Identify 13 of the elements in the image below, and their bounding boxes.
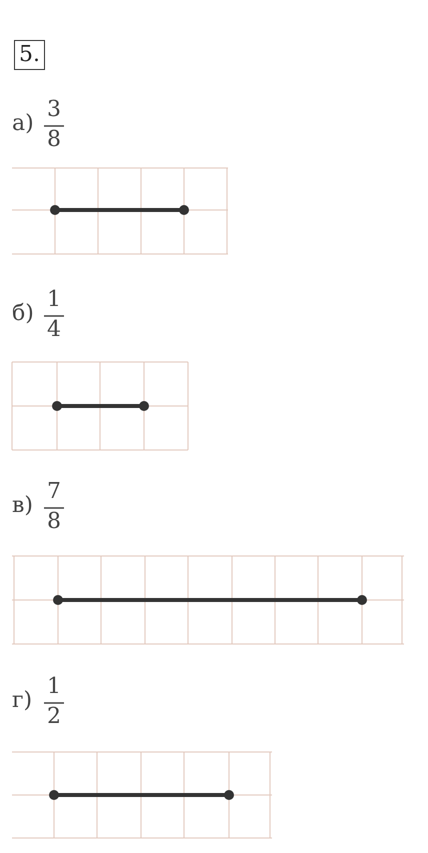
item-letter: г) — [12, 689, 32, 713]
task-number: 5. — [14, 40, 45, 70]
fraction-numerator: 7 — [46, 480, 62, 504]
fraction-denominator: 8 — [46, 128, 62, 152]
fraction-denominator: 2 — [46, 705, 62, 729]
item-letter: б) — [12, 302, 34, 326]
fraction-denominator: 4 — [46, 318, 62, 342]
fraction-denominator: 8 — [46, 510, 62, 534]
fraction-numerator: 3 — [46, 98, 62, 122]
item-letter: а) — [12, 112, 34, 136]
fraction-numerator: 1 — [46, 675, 62, 699]
fraction-numerator: 1 — [46, 288, 62, 312]
item-letter: в) — [12, 494, 33, 518]
